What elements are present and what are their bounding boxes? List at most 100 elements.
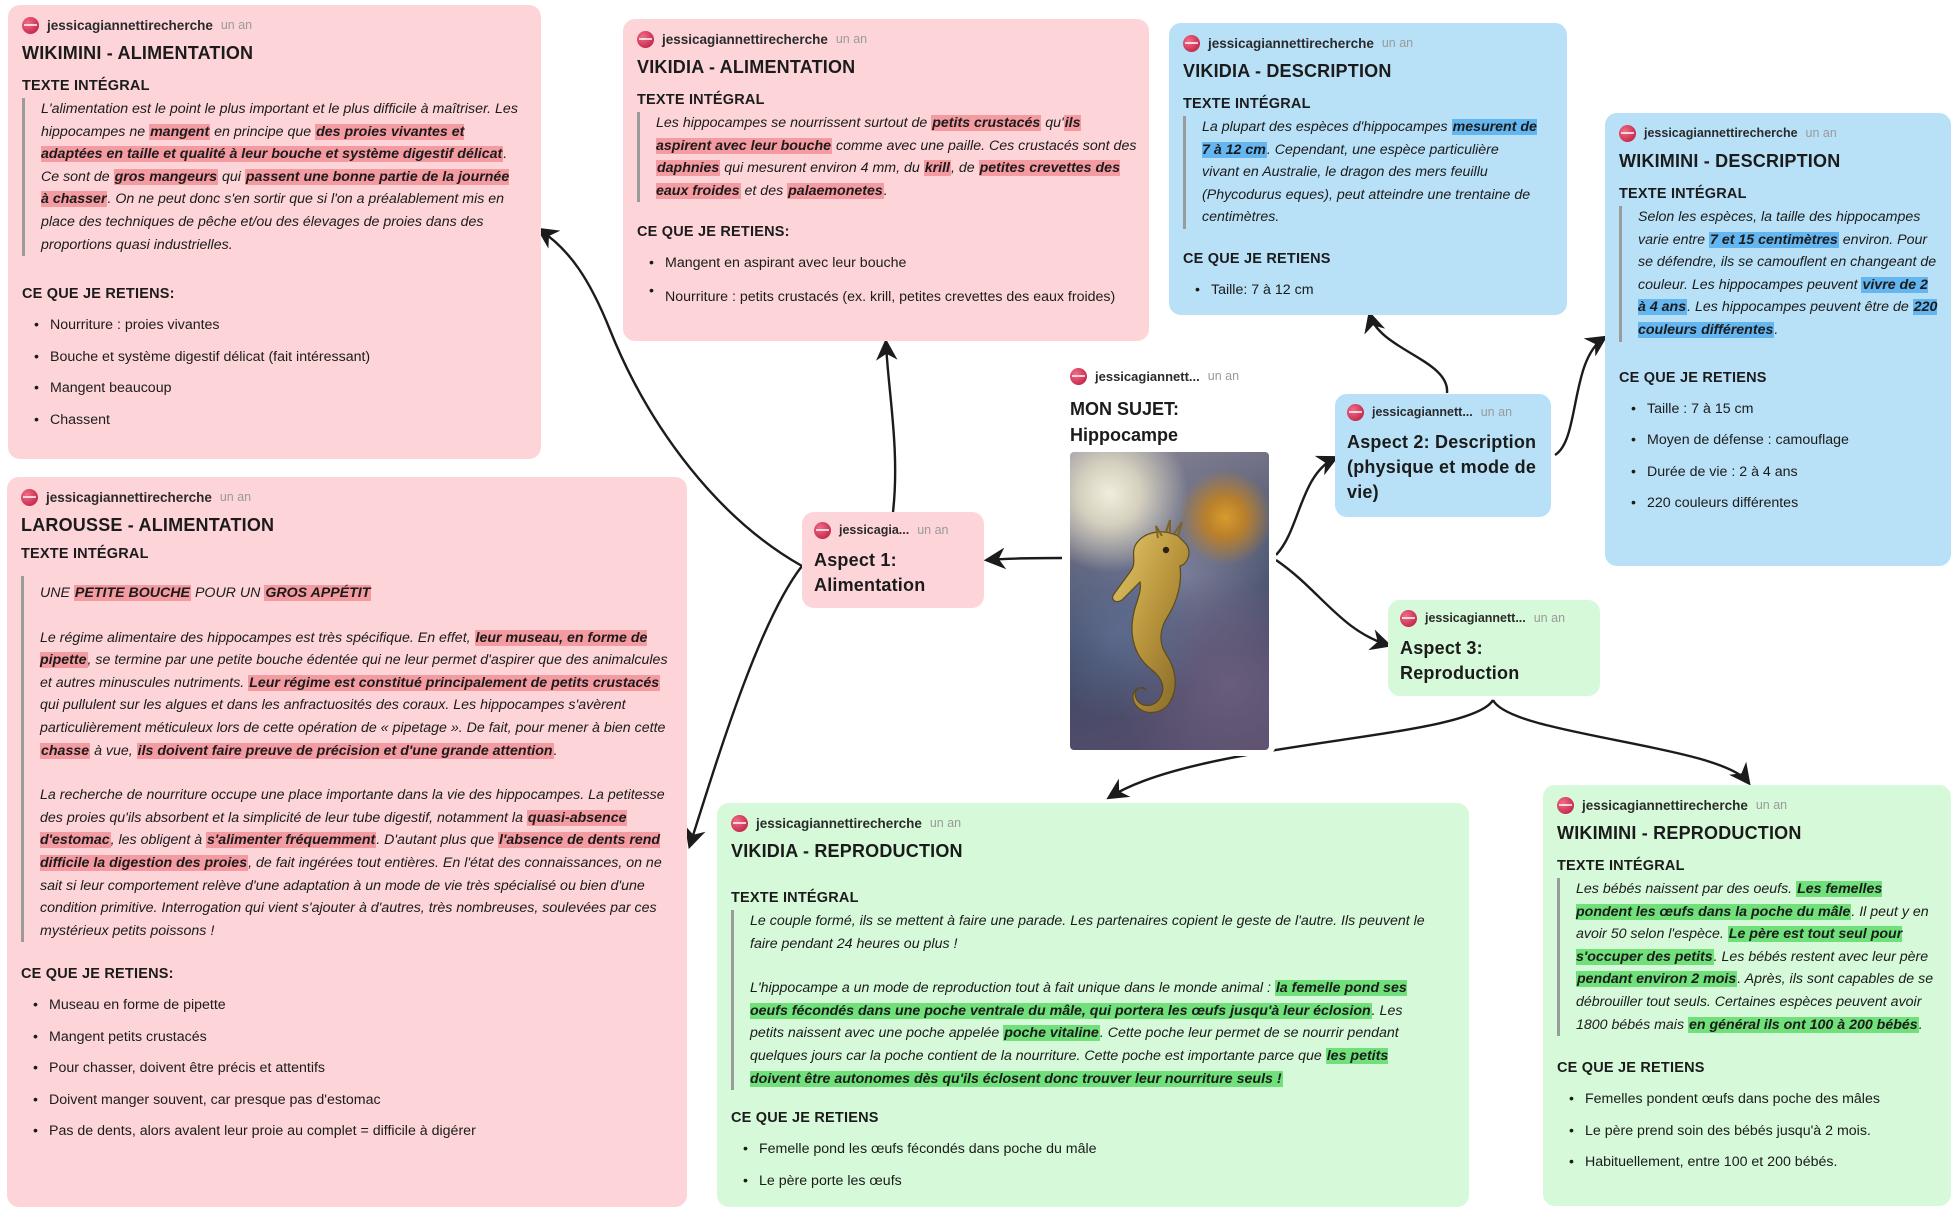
- timestamp: un an: [1207, 369, 1240, 383]
- avatar: [21, 488, 38, 506]
- author-name: jessicagiannettirecherche: [1582, 797, 1748, 813]
- section-full-text: TEXTE INTÉGRAL: [1557, 858, 1685, 874]
- list-item: Le père prend soin des bébés jusqu'à 2 m…: [1557, 1116, 1939, 1148]
- section-retained: CE QUE JE RETIENS: [1619, 369, 1767, 386]
- timestamp: un an: [917, 523, 949, 537]
- full-text-quote: L'alimentation est le point le plus impo…: [22, 98, 519, 257]
- arrow-center-to-aspect3: [1275, 559, 1393, 651]
- timestamp: un an: [1480, 405, 1513, 419]
- node-aspect-1[interactable]: jessicagia...un an Aspect 1:Alimentation: [802, 512, 984, 608]
- full-text-quote: Le couple formé, ils se mettent à faire …: [731, 910, 1437, 1091]
- retained-list: Mangent en aspirant avec leur bouche Nou…: [637, 248, 1137, 308]
- section-full-text: TEXTE INTÉGRAL: [22, 78, 150, 94]
- avatar: [1070, 367, 1087, 385]
- list-item: Moyen de défense : camouflage: [1619, 425, 1939, 457]
- list-item: Doivent manger souvent, car presque pas …: [21, 1085, 675, 1117]
- list-item: Le père porte les œufs: [731, 1166, 1457, 1198]
- node-aspect-2[interactable]: jessicagiannett... un an Aspect 2: Descri…: [1335, 394, 1551, 517]
- author-name: jessicagiannettirecherche: [1644, 126, 1798, 140]
- card-title: VIKIDIA - REPRODUCTION: [731, 841, 963, 861]
- card-title: VIKIDIA - DESCRIPTION: [1183, 61, 1392, 81]
- avatar: [1557, 796, 1574, 814]
- list-item: Taille: 7 à 12 cm: [1183, 275, 1555, 307]
- author-name: jessicagiannettirecherche: [1208, 35, 1374, 51]
- arrow-aspect2-to-wikimini-desc: [1554, 335, 1608, 457]
- avatar: [1619, 124, 1636, 142]
- list-item: Nourriture : petits crustacés (ex. krill…: [637, 280, 1137, 308]
- timestamp: un an: [219, 490, 252, 504]
- section-full-text: TEXTE INTÉGRAL: [731, 890, 859, 906]
- card-vikidia-reproduction[interactable]: jessicagiannettirecherche un an VIKIDIA -…: [717, 803, 1469, 1207]
- full-text-quote: UNE PETITE BOUCHE POUR UN GROS APPÉTIT L…: [21, 576, 669, 943]
- list-item: Durée de vie : 2 à 4 ans: [1619, 457, 1939, 489]
- card-title: VIKIDIA - ALIMENTATION: [637, 57, 856, 77]
- list-item: Habituellement, entre 100 et 200 bébés.: [1557, 1147, 1939, 1179]
- arrow-aspect3-to-vikidia-repro: [1106, 699, 1495, 800]
- full-text-quote: La plupart des espèces d'hippocampes mes…: [1183, 116, 1537, 229]
- retained-list: Femelle pond les œufs fécondés dans poch…: [731, 1134, 1457, 1197]
- section-retained: CE QUE JE RETIENS: [1183, 250, 1331, 267]
- timestamp: un an: [1755, 798, 1788, 812]
- section-retained: CE QUE JE RETIENS: [731, 1110, 879, 1127]
- arrow-aspect1-to-vikidia-alim: [875, 338, 898, 513]
- card-title: LAROUSSE - ALIMENTATION: [21, 515, 275, 535]
- card-wikimini-reproduction[interactable]: jessicagiannettirecherche un an WIKIMINI …: [1543, 785, 1951, 1206]
- arrow-aspect1-to-larousse: [684, 565, 803, 850]
- list-item: Femelles pondent œufs dans poche des mâl…: [1557, 1084, 1939, 1116]
- seahorse-photo[interactable]: [1070, 452, 1269, 750]
- aspect-title: Aspect 2: Description(physique et mode d…: [1347, 432, 1537, 502]
- arrow-center-to-aspect1: [983, 547, 1063, 570]
- list-item: Femelle pond les œufs fécondés dans poch…: [731, 1134, 1457, 1166]
- full-text-quote: Selon les espèces, la taille des hippoca…: [1619, 206, 1939, 342]
- list-item: Mangent petits crustacés: [21, 1022, 675, 1054]
- list-item: Museau en forme de pipette: [21, 990, 675, 1022]
- aspect-title: Aspect 3:Reproduction: [1400, 638, 1520, 683]
- avatar: [1400, 609, 1417, 627]
- arrow-center-to-aspect2: [1275, 455, 1339, 556]
- arrow-aspect1-to-wikimini-alim: [536, 227, 803, 568]
- card-larousse-alimentation[interactable]: jessicagiannettirecherche un an LAROUSSE …: [7, 477, 687, 1207]
- arrow-aspect3-to-wikimini-repro: [1491, 699, 1751, 786]
- card-title: WIKIMINI - ALIMENTATION: [22, 43, 254, 63]
- list-item: Taille : 7 à 15 cm: [1619, 394, 1939, 426]
- avatar: [814, 521, 831, 539]
- retained-list: Taille: 7 à 12 cm: [1183, 275, 1555, 307]
- section-full-text: TEXTE INTÉGRAL: [1183, 96, 1311, 112]
- author-name: jessicagiannett...: [1095, 368, 1200, 384]
- seahorse-icon: [1112, 519, 1190, 714]
- avatar: [1183, 34, 1200, 52]
- node-aspect-3[interactable]: jessicagiannett... un an Aspect 3:Reprodu…: [1388, 600, 1600, 696]
- list-item: Pour chasser, doivent être précis et att…: [21, 1053, 675, 1085]
- list-item: Bouche et système digestif délicat (fait…: [22, 342, 529, 374]
- list-item: Chassent: [22, 405, 529, 437]
- author-name: jessicagiannettirecherche: [47, 17, 213, 33]
- section-full-text: TEXTE INTÉGRAL: [1619, 186, 1747, 202]
- card-title: WIKIMINI - REPRODUCTION: [1557, 823, 1802, 843]
- timestamp: un an: [1533, 611, 1566, 625]
- list-item: 220 couleurs différentes: [1619, 488, 1939, 520]
- card-title: WIKIMINI - DESCRIPTION: [1619, 151, 1841, 171]
- author-name: jessicagiannettirecherche: [756, 815, 922, 831]
- author-name: jessicagiannett...: [1425, 611, 1526, 625]
- list-item: Mangent beaucoup: [22, 373, 529, 405]
- avatar: [731, 814, 748, 832]
- author-name: jessicagiannettirecherche: [662, 31, 828, 47]
- section-full-text: TEXTE INTÉGRAL: [637, 92, 765, 108]
- author-name: jessicagia...: [839, 523, 910, 537]
- section-retained: CE QUE JE RETIENS: [1557, 1060, 1705, 1077]
- list-item: Pas de dents, alors avalent leur proie a…: [21, 1116, 675, 1148]
- timestamp: un an: [929, 816, 962, 830]
- retained-list: Taille : 7 à 15 cm Moyen de défense : ca…: [1619, 394, 1939, 520]
- full-text-quote: Les bébés naissent par des oeufs. Les fe…: [1557, 878, 1939, 1037]
- section-retained: CE QUE JE RETIENS:: [637, 224, 790, 241]
- author-name: jessicagiannett...: [1372, 405, 1473, 419]
- list-item: Mangent en aspirant avec leur bouche: [637, 248, 1137, 280]
- avatar: [637, 30, 654, 48]
- section-retained: CE QUE JE RETIENS:: [21, 966, 174, 983]
- subject-title: MON SUJET: Hippocampe: [1070, 399, 1180, 445]
- author-name: jessicagiannettirecherche: [46, 489, 212, 505]
